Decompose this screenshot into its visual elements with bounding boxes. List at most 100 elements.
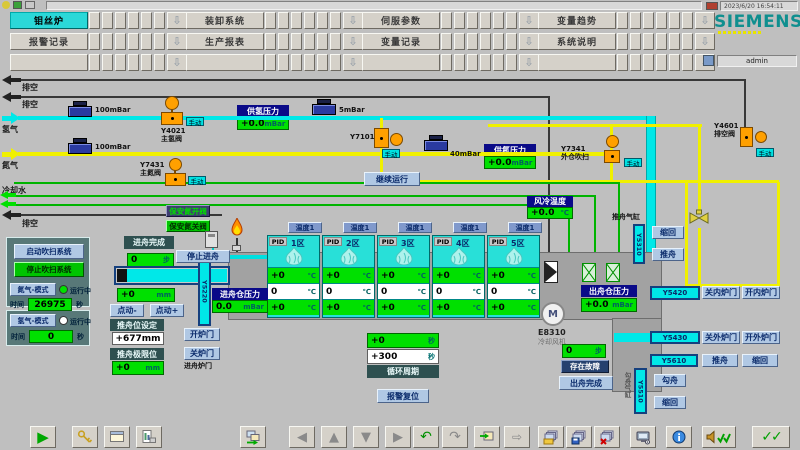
safety-n2-close-button[interactable]: 保安氮关阀 [166, 220, 210, 232]
purge-panel: 启动吹扫系统 停止吹扫系统 氮气-模式 运行中 [6, 237, 91, 307]
hook-boat-button[interactable]: 勾舟 [654, 374, 686, 387]
menu-variable-trend[interactable]: 变量趋势 [538, 12, 616, 29]
safety-n2-open-button[interactable]: 保安氮开阀 [166, 205, 210, 217]
y4021-name: 主氢阀 [161, 135, 182, 143]
menu-load-unload[interactable]: 装卸系统 [186, 12, 264, 29]
menu-dropdown-button[interactable]: ⇩ [343, 33, 363, 50]
n2-mode-button[interactable]: 氮气-模式 [10, 283, 56, 296]
menu-seg [141, 33, 152, 50]
save-windows-button[interactable] [566, 426, 592, 448]
menu-molybdenum-furnace[interactable]: 钼丝炉 [10, 12, 88, 29]
zone1-curve-button[interactable]: 温度1 [288, 222, 322, 233]
menu-alarm-log[interactable]: 报警记录 [10, 33, 88, 50]
menu-dropdown-button[interactable]: ⇩ [343, 54, 363, 71]
open-windows-button[interactable] [538, 426, 564, 448]
stop-purge-button[interactable]: 停止吹扫系统 [14, 262, 84, 277]
inlet-door-open-button[interactable]: 开炉门 [184, 328, 220, 341]
menu-empty[interactable] [362, 54, 440, 71]
menu-system-help[interactable]: 系统说明 [538, 33, 616, 50]
jog-minus-button[interactable]: 点动- [110, 304, 144, 317]
window-button[interactable] [104, 426, 130, 448]
menu-dropdown-button[interactable]: ⇩ [343, 12, 363, 29]
y7101-mode-tag[interactable]: 手动 [382, 149, 400, 159]
menu-empty[interactable] [186, 54, 264, 71]
zone5-curve-button[interactable]: 温度1 [508, 222, 542, 233]
open-windows-icon [543, 430, 558, 445]
menu-empty[interactable] [10, 54, 88, 71]
y7341-mode-tag[interactable]: 手动 [624, 158, 642, 168]
menu-dropdown-button[interactable]: ⇩ [519, 12, 539, 29]
menu-dropdown-button[interactable]: ⇩ [167, 54, 187, 71]
y4601-mode-tag[interactable]: 手动 [756, 148, 774, 158]
inlet-door-close-button[interactable]: 关炉门 [184, 347, 220, 360]
runtime-start-button[interactable]: ▶ [30, 426, 56, 448]
logo-underline [718, 31, 762, 34]
y7431-mode-tag[interactable]: 手动 [188, 176, 206, 186]
alarm-reset-button[interactable]: 报警复位 [377, 389, 429, 403]
continue-run-button[interactable]: 继续运行 [364, 172, 420, 186]
hook-retract-button[interactable]: 缩回 [654, 396, 686, 409]
menu-empty[interactable] [538, 54, 616, 71]
push-retract-button[interactable]: 缩回 [652, 226, 684, 239]
delete-windows-button[interactable] [594, 426, 620, 448]
y7341-tag: Y7341 [561, 145, 586, 153]
picture-forward-button[interactable] [474, 426, 500, 448]
push-set-input[interactable]: +677mm [112, 332, 164, 345]
close-outer-door-button[interactable]: 关外炉门 [702, 331, 740, 344]
open-outer-door-button[interactable]: 开外炉门 [742, 331, 780, 344]
open-inner-door-button[interactable]: 开内炉门 [742, 286, 780, 299]
start-purge-button[interactable]: 启动吹扫系统 [14, 244, 84, 259]
menu-seg [154, 33, 165, 50]
user-info-button[interactable] [666, 426, 692, 448]
menu-seg [617, 12, 628, 29]
undo-button[interactable]: ↶ [413, 426, 439, 448]
menu-servo-params[interactable]: 伺服参数 [362, 12, 440, 29]
menu-dropdown-button[interactable]: ⇩ [695, 33, 715, 50]
confirm-all-button[interactable]: ✓✓ [752, 426, 790, 448]
delete-windows-icon [600, 430, 614, 445]
zone3-curve-button[interactable]: 温度1 [398, 222, 432, 233]
jog-plus-button[interactable]: 点动+ [150, 304, 184, 317]
menu-dropdown-button[interactable]: ⇩ [519, 54, 539, 71]
menu-dropdown-button[interactable]: ⇩ [167, 12, 187, 29]
address-field[interactable] [46, 1, 702, 10]
push-boat-button[interactable]: 推舟 [702, 354, 738, 367]
y4021-mode-tag[interactable]: 手动 [186, 117, 204, 127]
zone2-curve-button[interactable]: 温度1 [343, 222, 377, 233]
monitor-button[interactable] [630, 426, 656, 448]
boat-out-done-button[interactable]: 出舟完成 [559, 376, 613, 390]
close-inner-door-button[interactable]: 关内炉门 [702, 286, 740, 299]
zone4-curve-button[interactable]: 温度1 [453, 222, 487, 233]
menu-production-report[interactable]: 生产报表 [186, 33, 264, 50]
y7101-valve[interactable] [374, 128, 389, 148]
nav-right-button[interactable]: ▶ [385, 426, 411, 448]
picture-swap-button[interactable] [240, 426, 266, 448]
menu-seg [480, 54, 491, 71]
step-forward-button[interactable]: ⇨ [504, 426, 530, 448]
y7431-valve[interactable] [165, 173, 186, 186]
nav-left-button[interactable]: ◀ [289, 426, 315, 448]
y7341-valve[interactable] [604, 150, 620, 163]
menu-dropdown-button[interactable]: ⇩ [519, 33, 539, 50]
y4601-valve[interactable] [740, 127, 753, 147]
alarm-ack-audio-button[interactable] [702, 426, 736, 448]
login-key-button[interactable] [72, 426, 98, 448]
push-extend-button[interactable]: 推舟 [652, 248, 684, 261]
nav-down-button[interactable]: ▼ [353, 426, 379, 448]
report-button[interactable] [136, 426, 162, 448]
y4021-valve[interactable] [161, 112, 183, 125]
retract-boat-button[interactable]: 缩回 [742, 354, 778, 367]
menu-dropdown-button[interactable]: ⇩ [695, 12, 715, 29]
h2-mode-button[interactable]: 氢气-模式 [10, 314, 56, 327]
stop-boat-in-button[interactable]: 停止进舟 [176, 250, 230, 263]
nav-up-button[interactable]: ▲ [321, 426, 347, 448]
menu-dropdown-button[interactable]: ⇩ [167, 33, 187, 50]
menu-variable-log[interactable]: 变量记录 [362, 33, 440, 50]
redo-button[interactable]: ↷ [442, 426, 468, 448]
